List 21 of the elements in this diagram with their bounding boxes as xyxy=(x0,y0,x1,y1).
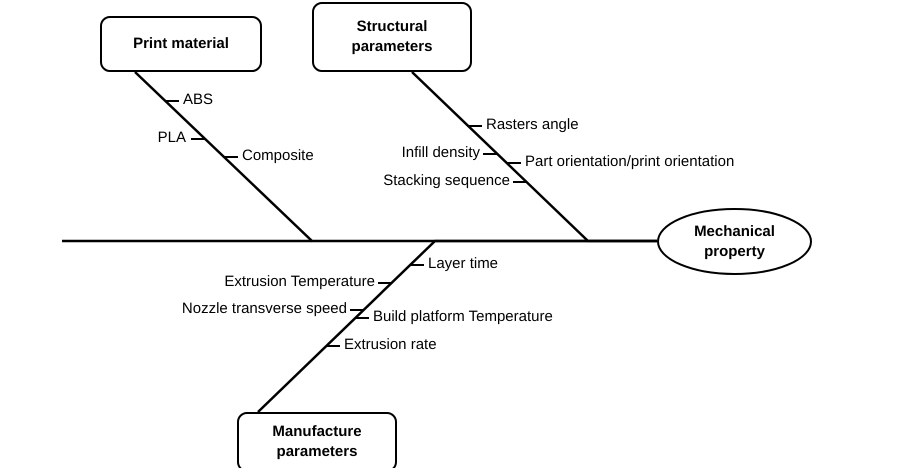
factor-label: Extrusion Temperature xyxy=(224,273,375,291)
category-title: Print material xyxy=(132,34,230,54)
factor-label: Nozzle transverse speed xyxy=(182,300,347,318)
factor-label: Composite xyxy=(242,147,314,165)
factor-label: Part orientation/print orientation xyxy=(525,153,734,171)
factor-label: Layer time xyxy=(428,255,498,273)
category-box xyxy=(237,412,397,468)
category-box xyxy=(312,2,472,72)
category-title: Manufacture parameters xyxy=(271,422,363,462)
factor-label: Rasters angle xyxy=(486,116,579,134)
factor-label: ABS xyxy=(183,91,214,109)
category-box xyxy=(100,16,262,72)
factor-label: PLA xyxy=(158,129,186,147)
factor-label: Stacking sequence xyxy=(383,172,510,190)
effect-ellipse xyxy=(657,208,812,275)
factor-label: Infill density xyxy=(402,144,480,162)
category-title: Structural parameters xyxy=(350,17,434,57)
fishbone-line xyxy=(257,240,657,413)
factor-label: Build platform Temperature xyxy=(373,308,553,326)
factor-label: Extrusion rate xyxy=(344,336,437,354)
category-title: Mechanical property xyxy=(693,222,776,262)
